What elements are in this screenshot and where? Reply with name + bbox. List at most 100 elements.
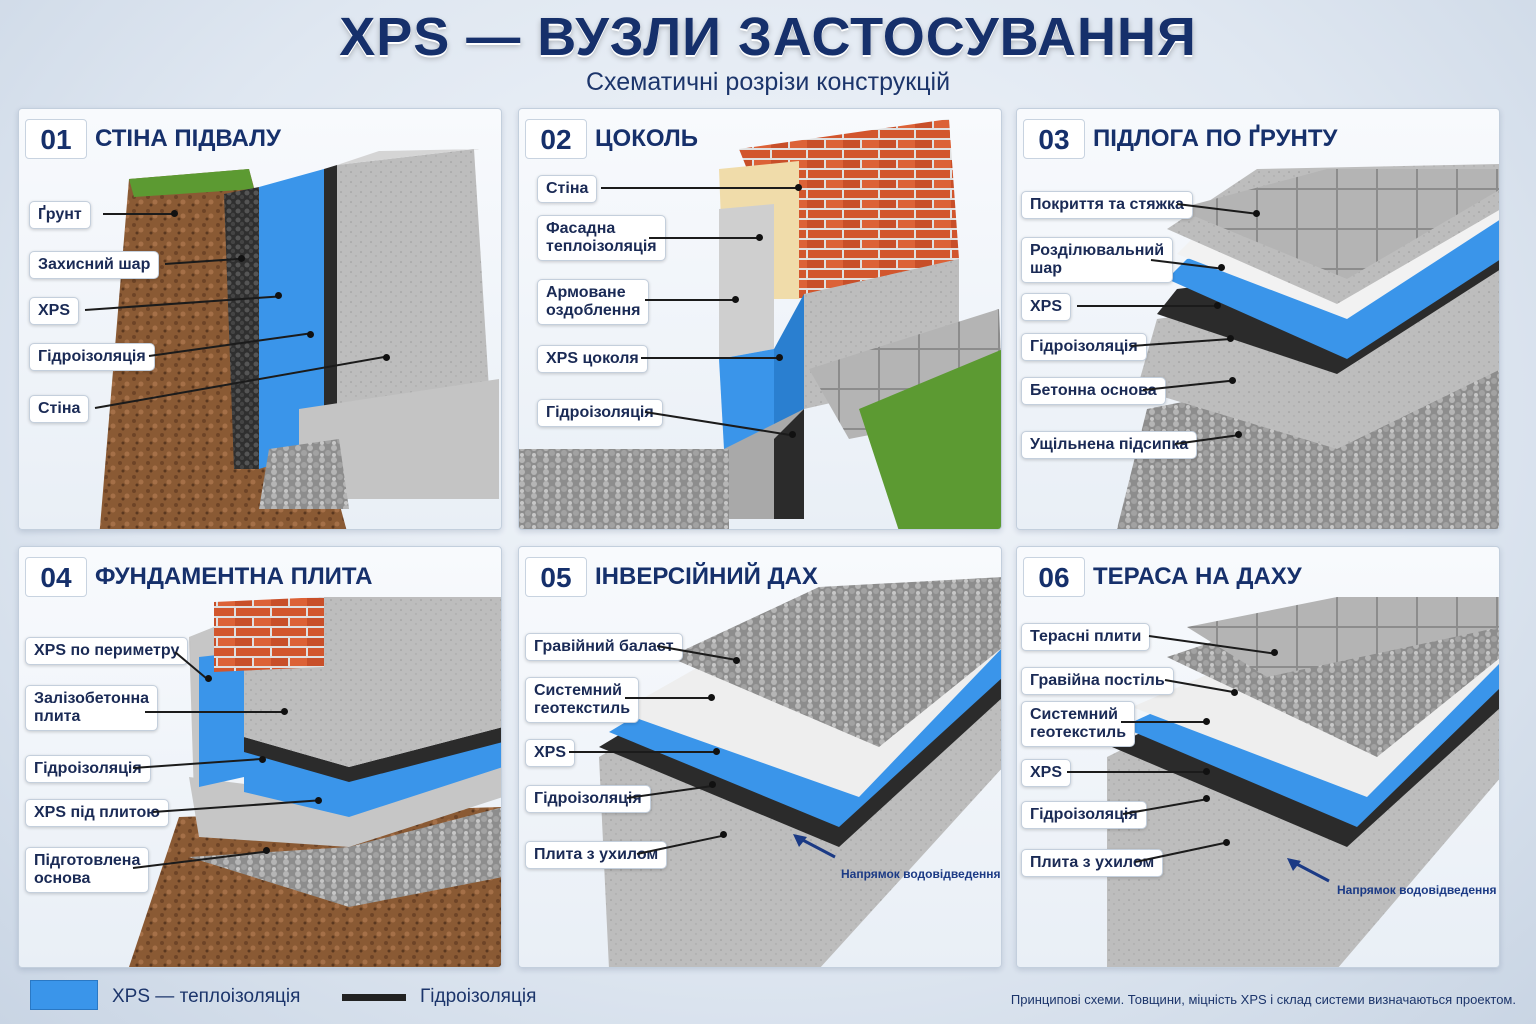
- label-sloped-slab: Плита з ухилом: [525, 841, 668, 869]
- leader-dot: [205, 675, 212, 682]
- leader-dot: [776, 354, 783, 361]
- panel-title: ТЕРАСА НА ДАХУ: [1093, 563, 1302, 590]
- leader-dot: [1235, 431, 1242, 438]
- label-plinth-xps: XPS цоколя: [537, 345, 648, 373]
- leader-dot: [275, 292, 282, 299]
- leader-dot: [1253, 210, 1260, 217]
- leader-dot: [1203, 718, 1210, 725]
- panel-title: ФУНДАМЕНТНА ПЛИТА: [95, 563, 373, 590]
- foundation-slab-diagram: [129, 597, 501, 967]
- label-prepared-base: Підготовлена основа: [25, 847, 150, 893]
- label-rc-slab: Залізобетонна плита: [25, 685, 159, 731]
- drain-arrow-icon: [1287, 858, 1330, 883]
- leader-dot: [1271, 649, 1278, 656]
- leader-dot: [756, 234, 763, 241]
- label-compacted-bedding: Ущільнена підсипка: [1021, 431, 1198, 459]
- footnote: Принципові схеми. Товщини, міцність XPS …: [1010, 992, 1516, 1007]
- leader-line: [1067, 771, 1207, 773]
- label-waterproofing: Гідроізоляція: [25, 755, 151, 783]
- leader-line: [569, 751, 717, 753]
- drain-direction-label: Напрямок водовідведення: [1337, 883, 1497, 897]
- legend-xps-label: XPS — теплоізоляція: [112, 986, 301, 1007]
- drain-direction-label: Напрямок водовідведення: [841, 867, 1001, 881]
- label-geotextile: Системний геотекстиль: [1021, 701, 1136, 747]
- drain-arrow-icon: [793, 834, 836, 859]
- leader-line: [645, 299, 735, 301]
- legend-waterproofing-label: Гідроізоляція: [420, 986, 537, 1007]
- leader-line: [625, 697, 711, 699]
- panel-foundation-slab: 04 ФУНДАМЕНТНА ПЛИТА XPS по периметру За…: [18, 546, 502, 968]
- floor-on-ground-diagram: [1117, 164, 1499, 529]
- leader-dot: [1203, 768, 1210, 775]
- leader-dot: [1203, 795, 1210, 802]
- panel-floor-on-ground: 03 ПІДЛОГА ПО ҐРУНТУ Покриття та стяжка …: [1016, 108, 1500, 530]
- plinth-diagram: [519, 119, 1001, 529]
- legend-waterproofing-swatch: [342, 994, 406, 1001]
- panel-title: СТІНА ПІДВАЛУ: [95, 125, 281, 152]
- label-waterproofing: Гідроізоляція: [29, 343, 155, 371]
- label-facade-insulation: Фасадна теплоізоляція: [537, 215, 666, 261]
- panel-number: 02: [525, 119, 587, 159]
- leader-line: [1077, 305, 1217, 307]
- leader-dot: [713, 748, 720, 755]
- label-xps-under-slab: XPS під плитою: [25, 799, 169, 827]
- label-wall: Стіна: [537, 175, 598, 203]
- panel-inverted-roof: 05 ІНВЕРСІЙНИЙ ДАХ Гравійний баласт Сист…: [518, 546, 1002, 968]
- label-gravel-bed: Гравійна постіль: [1021, 667, 1174, 695]
- leader-dot: [259, 756, 266, 763]
- label-geotextile: Системний геотекстиль: [525, 677, 640, 723]
- leader-line: [103, 213, 173, 215]
- legend-xps-swatch: [30, 980, 98, 1010]
- label-gravel-ballast: Гравійний баласт: [525, 633, 683, 661]
- leader-dot: [1214, 302, 1221, 309]
- leader-line: [601, 187, 797, 189]
- label-xps: XPS: [29, 297, 80, 325]
- basement-wall-diagram: [99, 149, 499, 529]
- leader-dot: [709, 781, 716, 788]
- page-subtitle: Схематичні розрізи конструкцій: [585, 68, 951, 96]
- leader-dot: [789, 431, 796, 438]
- inverted-roof-diagram: [599, 577, 1001, 967]
- leader-line: [649, 237, 759, 239]
- leader-dot: [171, 210, 178, 217]
- panel-number: 04: [25, 557, 87, 597]
- leader-dot: [383, 354, 390, 361]
- panel-number: 01: [25, 119, 87, 159]
- panel-basement-wall: 01 СТІНА ПІДВАЛУ Ґрунт Захисний шар XPS …: [18, 108, 502, 530]
- panel-number: 03: [1023, 119, 1085, 159]
- leader-dot: [281, 708, 288, 715]
- label-covering-screed: Покриття та стяжка: [1021, 191, 1193, 219]
- label-xps: XPS: [1021, 293, 1072, 321]
- leader-dot: [795, 184, 802, 191]
- leader-dot: [732, 296, 739, 303]
- label-waterproofing: Гідроізоляція: [525, 785, 651, 813]
- leader-dot: [263, 847, 270, 854]
- leader-dot: [1227, 335, 1234, 342]
- label-concrete-base: Бетонна основа: [1021, 377, 1166, 405]
- leader-line: [145, 711, 285, 713]
- leader-dot: [733, 657, 740, 664]
- panel-title: ПІДЛОГА ПО ҐРУНТУ: [1093, 125, 1338, 152]
- leader-dot: [1223, 839, 1230, 846]
- panel-plinth: 02 ЦОКОЛЬ Стіна Фасадна теплоізоляція Ар…: [518, 108, 1002, 530]
- leader-line: [641, 357, 779, 359]
- panel-number: 06: [1023, 557, 1085, 597]
- label-xps: XPS: [525, 739, 576, 767]
- leader-dot: [1231, 689, 1238, 696]
- panel-title: ІНВЕРСІЙНИЙ ДАХ: [595, 563, 818, 590]
- leader-dot: [238, 255, 245, 262]
- label-waterproofing: Гідроізоляція: [1021, 801, 1147, 829]
- leader-dot: [315, 797, 322, 804]
- panel-title: ЦОКОЛЬ: [595, 125, 699, 152]
- leader-dot: [1218, 264, 1225, 271]
- label-waterproofing: Гідроізоляція: [537, 399, 663, 427]
- leader-dot: [708, 694, 715, 701]
- label-xps: XPS: [1021, 759, 1072, 787]
- leader-dot: [720, 831, 727, 838]
- label-wall: Стіна: [29, 395, 90, 423]
- label-perimeter-xps: XPS по периметру: [25, 637, 189, 665]
- panel-number: 05: [525, 557, 587, 597]
- label-sloped-slab: Плита з ухилом: [1021, 849, 1164, 877]
- label-reinforced-finish: Армоване оздоблення: [537, 279, 650, 325]
- label-waterproofing: Гідроізоляція: [1021, 333, 1147, 361]
